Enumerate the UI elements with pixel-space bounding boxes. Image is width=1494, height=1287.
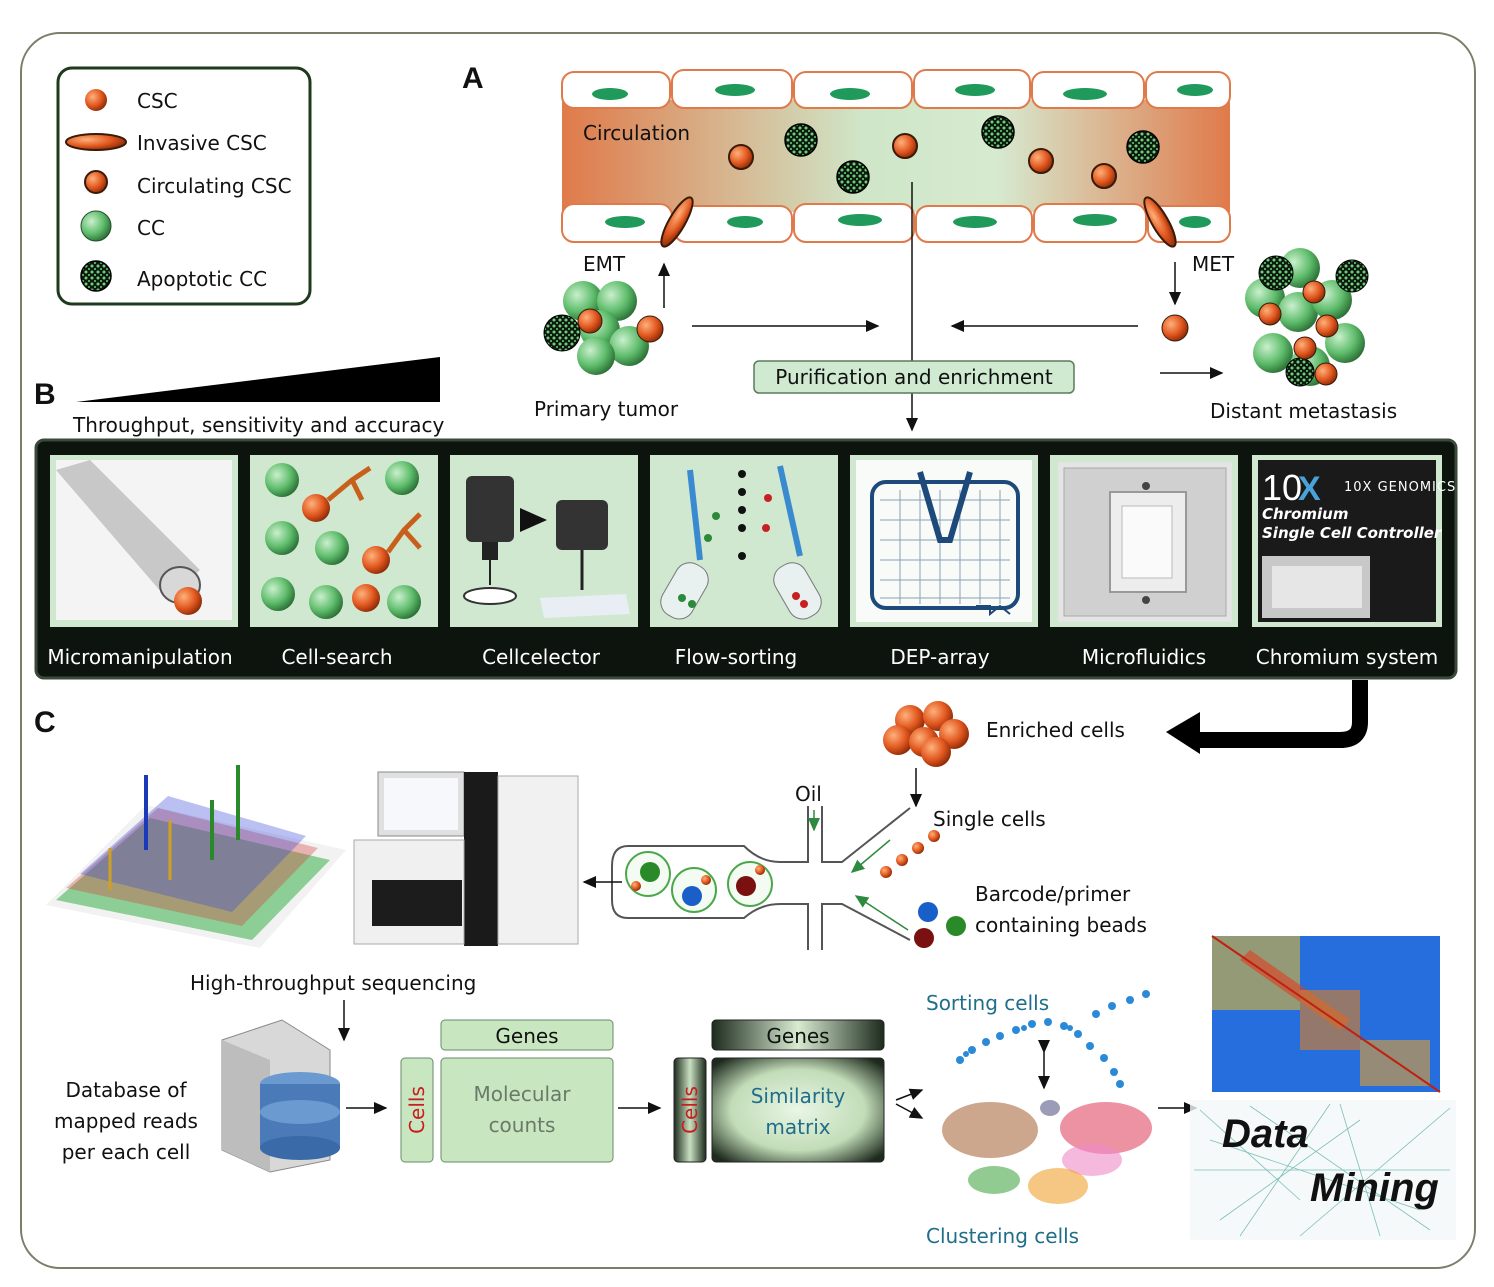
legend-label-csc: CSC bbox=[137, 89, 178, 113]
sorting-cells-label: Sorting cells bbox=[926, 991, 1050, 1015]
invasive-csc-icon bbox=[65, 133, 127, 151]
apoptotic-cc-icon bbox=[80, 260, 112, 292]
legend-label-apoptotic-cc: Apoptotic CC bbox=[137, 267, 268, 291]
purification-box bbox=[753, 360, 1075, 394]
cc-icon bbox=[80, 210, 112, 242]
enriched-cells-cluster bbox=[883, 701, 969, 767]
primary-tumor-cluster bbox=[543, 281, 664, 375]
single-cells-stream bbox=[880, 830, 940, 878]
emt-label: EMT bbox=[583, 252, 626, 276]
flow-sorting-image bbox=[660, 465, 822, 620]
sequencer-image bbox=[353, 771, 579, 946]
chromium-brand: 10X GENOMICS bbox=[1344, 480, 1457, 495]
flow-arrow bbox=[1196, 680, 1368, 748]
similarity-matrix-line2: matrix bbox=[765, 1115, 831, 1139]
method-thumbnails bbox=[50, 455, 1442, 627]
blood-vessel bbox=[561, 69, 1231, 248]
db-label-line1: Database of bbox=[65, 1078, 187, 1102]
molecular-counts-box bbox=[440, 1057, 614, 1163]
svg-text:10: 10 bbox=[1262, 467, 1302, 508]
cells-label-2: Cells bbox=[678, 1086, 702, 1134]
genes-bar-2 bbox=[711, 1019, 885, 1051]
circulating-csc-icon bbox=[84, 170, 108, 194]
circulation-label: Circulation bbox=[583, 121, 691, 145]
molecular-counts-line1: Molecular bbox=[473, 1082, 571, 1106]
data-mining-network bbox=[1190, 1100, 1456, 1240]
legend-label-cc: CC bbox=[137, 216, 165, 240]
oil-label: Oil bbox=[795, 782, 822, 806]
database-server-icon bbox=[221, 1019, 340, 1173]
cellcelector-image bbox=[463, 476, 630, 618]
met-label: MET bbox=[1192, 252, 1235, 276]
sorting-cells-plot bbox=[956, 990, 1150, 1088]
db-label-line2: mapped reads bbox=[54, 1109, 198, 1133]
cells-bar-2 bbox=[673, 1057, 707, 1163]
clustering-cells-label: Clustering cells bbox=[926, 1224, 1080, 1248]
bead-blue bbox=[918, 902, 938, 922]
distant-metastasis-cluster bbox=[1245, 248, 1369, 387]
method-label-cell-search: Cell-search bbox=[281, 645, 393, 669]
cells-label-1: Cells bbox=[405, 1086, 429, 1134]
data-mining-word-data: Data bbox=[1222, 1112, 1309, 1156]
throughput-triangle bbox=[76, 357, 440, 402]
data-mining-word-mining: Mining bbox=[1310, 1166, 1439, 1210]
chromium-product-line2: Single Cell Controller bbox=[1262, 524, 1442, 542]
csc-icon bbox=[85, 89, 107, 111]
distant-metastasis-label: Distant metastasis bbox=[1210, 399, 1398, 423]
beads-label-line2: containing beads bbox=[975, 913, 1147, 937]
chromium-image: 10 X bbox=[1258, 460, 1436, 622]
primary-tumor-label: Primary tumor bbox=[534, 397, 679, 421]
enriched-cells-label: Enriched cells bbox=[986, 718, 1125, 742]
legend-box bbox=[56, 66, 312, 306]
chromium-product-line1: Chromium bbox=[1262, 505, 1349, 523]
cell-search-image bbox=[261, 461, 422, 619]
hts-label: High-throughput sequencing bbox=[190, 971, 477, 995]
method-label-microfluidics: Microfluidics bbox=[1081, 645, 1207, 669]
method-label-dep-array: DEP-array bbox=[890, 645, 990, 669]
bead-green bbox=[946, 916, 966, 936]
legend-label-circulating-csc: Circulating CSC bbox=[137, 174, 292, 198]
genes-label-1: Genes bbox=[495, 1024, 559, 1048]
similarity-matrix-line1: Similarity bbox=[750, 1084, 846, 1108]
bead-red bbox=[914, 928, 934, 948]
beads-label-line1: Barcode/primer bbox=[975, 882, 1131, 906]
molecular-counts-line2: counts bbox=[488, 1113, 556, 1137]
method-label-flow-sorting: Flow-sorting bbox=[674, 645, 798, 669]
panel-a-letter: A bbox=[462, 62, 484, 95]
spectra-plot-image bbox=[46, 765, 346, 948]
panel-b-letter: B bbox=[34, 378, 56, 411]
genes-label-2: Genes bbox=[766, 1024, 830, 1048]
legend-label-invasive-csc: Invasive CSC bbox=[137, 131, 267, 155]
cells-bar-1 bbox=[400, 1057, 434, 1163]
method-label-chromium-system: Chromium system bbox=[1255, 645, 1439, 669]
heatmap-image bbox=[1211, 935, 1441, 1093]
method-label-micromanipulation: Micromanipulation bbox=[47, 645, 233, 669]
micromanipulation-image bbox=[56, 460, 232, 620]
method-label-cellcelector: Cellcelector bbox=[482, 645, 600, 669]
single-cells-label: Single cells bbox=[933, 807, 1046, 831]
droplets bbox=[625, 851, 773, 913]
droplet-chip bbox=[611, 806, 911, 950]
svg-text:X: X bbox=[1298, 470, 1321, 508]
clustering-cells-plot bbox=[942, 1100, 1152, 1204]
purification-label: Purification and enrichment bbox=[775, 365, 1053, 389]
metastatic-csc bbox=[1161, 314, 1189, 342]
microfluidics-image bbox=[1058, 462, 1232, 622]
db-label-line3: per each cell bbox=[61, 1140, 191, 1164]
genes-bar-1 bbox=[440, 1019, 614, 1051]
panel-c-letter: C bbox=[34, 706, 56, 739]
throughput-label: Throughput, sensitivity and accuracy bbox=[73, 413, 445, 437]
dep-array-image bbox=[856, 460, 1032, 622]
similarity-matrix-box bbox=[711, 1057, 885, 1163]
